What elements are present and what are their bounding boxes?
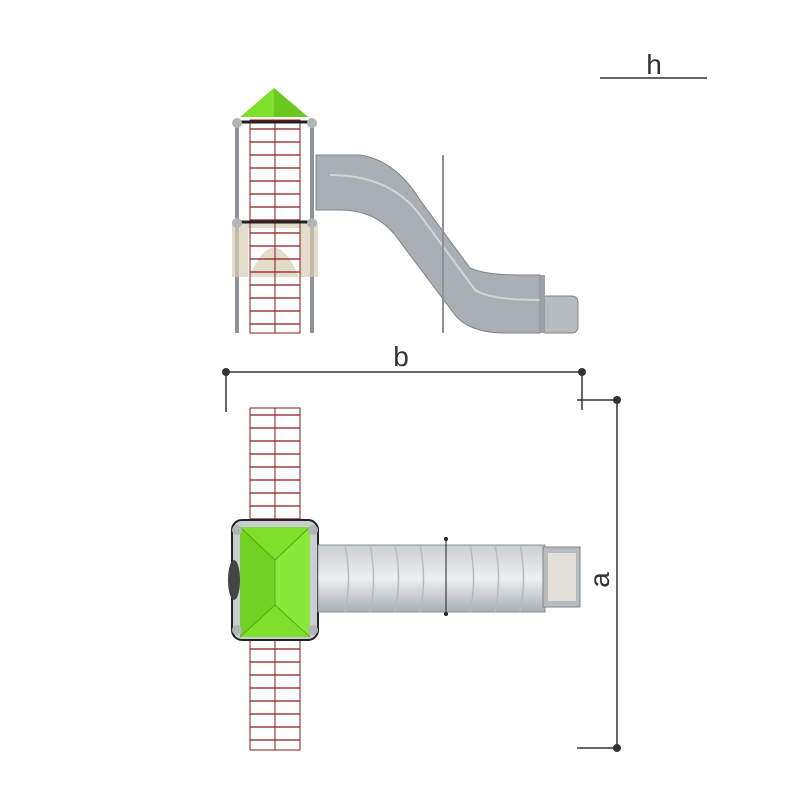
slide-exit	[539, 295, 579, 334]
slide-tube-top	[317, 544, 546, 613]
slide-side	[315, 154, 541, 334]
dimension-a: a	[577, 396, 621, 752]
dimension-b: b	[222, 341, 586, 412]
dimension-h-label: h	[646, 49, 662, 80]
dimension-b-label: b	[393, 341, 409, 372]
roof-shade	[274, 88, 308, 117]
top-view	[228, 407, 581, 751]
dimension-h: h	[600, 49, 707, 80]
dimension-a-label: a	[584, 572, 615, 588]
side-view	[232, 88, 579, 334]
